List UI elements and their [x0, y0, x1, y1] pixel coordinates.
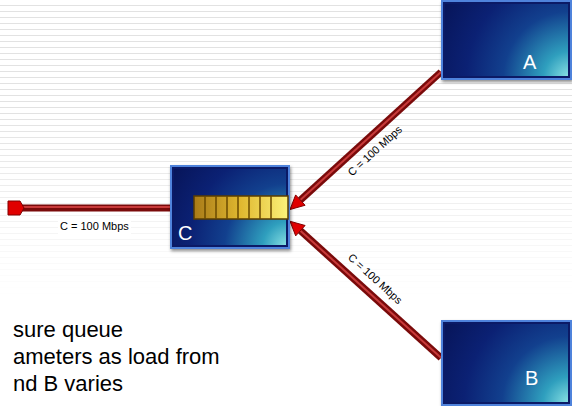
link-line [300, 231, 441, 358]
host-box: B [441, 320, 572, 406]
link-connector [290, 221, 441, 358]
node-label: A [523, 52, 536, 72]
arrow-head [290, 221, 305, 236]
host-box: A [441, 0, 572, 80]
router-box: C [170, 165, 290, 249]
link-end-marker [8, 201, 24, 215]
arrow-head [290, 195, 305, 210]
queue-slots [205, 196, 271, 219]
link-line [22, 205, 170, 212]
link-highlight [300, 72, 441, 200]
bullet-text: sure queue ameters as load from nd B var… [13, 316, 220, 397]
queue-body [194, 196, 288, 219]
node-label: C [178, 223, 192, 243]
link-highlight [22, 206, 170, 208]
link-highlight [300, 231, 441, 358]
link-label: C = 100 Mbps [58, 219, 131, 234]
node-label: B [525, 368, 538, 388]
link-line [300, 72, 441, 200]
link-connector [290, 72, 441, 210]
